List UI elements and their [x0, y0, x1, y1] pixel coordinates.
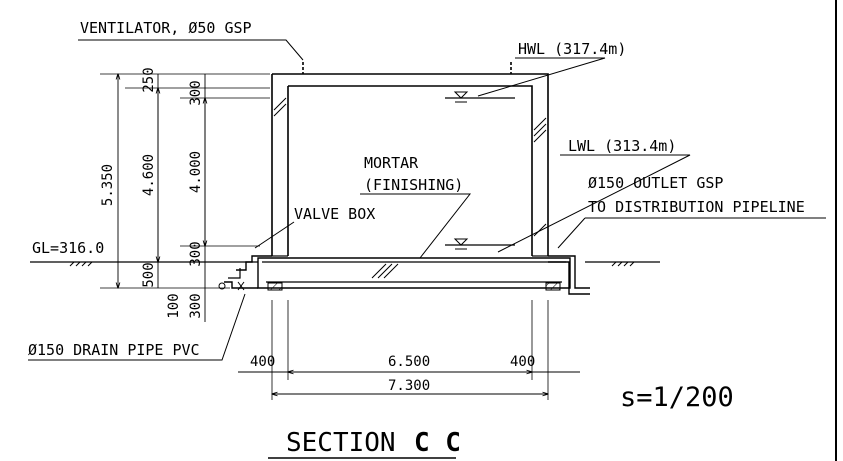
section-letters: C C: [414, 428, 461, 458]
vertical-dimensions: [100, 74, 270, 322]
dim-400-left: 400: [250, 354, 275, 370]
dim-4600: 4.600: [141, 154, 157, 196]
dim-4000: 4.000: [188, 151, 204, 193]
water-level-markers: [445, 91, 515, 250]
gl-label: GL=316.0: [32, 239, 104, 257]
dim-5350: 5.350: [100, 164, 116, 206]
drain-pipe-label: Ø150 DRAIN PIPE PVC: [28, 341, 200, 359]
mortar-label: MORTAR: [364, 154, 419, 172]
valve-box: [218, 255, 272, 291]
outlet-label-line2: TO DISTRIBUTION PIPELINE: [588, 198, 805, 216]
tank-structure: [257, 73, 571, 291]
scale-label: s=1/200: [620, 382, 734, 413]
ventilator-pipes: [302, 62, 512, 74]
valve-box-label: VALVE BOX: [294, 205, 375, 223]
dim-500: 500: [141, 262, 157, 287]
dim-100: 100: [166, 293, 182, 318]
outlet-pipe: [548, 255, 590, 289]
ventilator-label: VENTILATOR, Ø50 GSP: [80, 19, 252, 37]
section-title: SECTION: [286, 428, 396, 458]
horizontal-dimensions: [238, 300, 580, 400]
lwl-label: LWL (313.4m): [568, 137, 676, 155]
leader-lines: [28, 39, 826, 361]
outlet-label-line1: Ø150 OUTLET GSP: [588, 174, 723, 192]
dim-300-mid: 300: [188, 241, 204, 266]
dim-300-top: 300: [188, 80, 204, 105]
outlet-pipe-inner: [548, 261, 590, 295]
dim-400-right: 400: [510, 354, 535, 370]
dim-300-bot: 300: [188, 293, 204, 318]
dim-6500: 6.500: [388, 354, 430, 370]
dim-7300: 7.300: [388, 378, 430, 394]
finishing-label: (FINISHING): [364, 176, 463, 194]
dim-250: 250: [141, 67, 157, 92]
hwl-label: HWL (317.4m): [518, 40, 626, 58]
